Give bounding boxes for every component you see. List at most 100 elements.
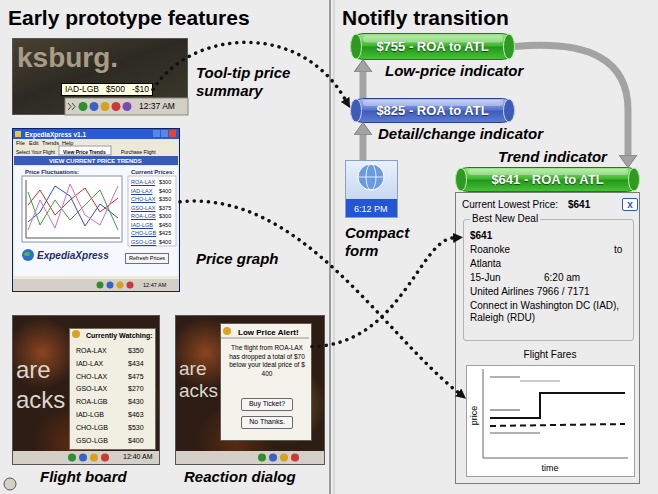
text-slot: $641 <box>470 230 492 242</box>
app-window-text: GSO-LAX <box>131 205 155 212</box>
app-window-text: ROA-LGB <box>131 213 156 220</box>
caption-label: Price graph <box>196 250 279 268</box>
screenshot-text: acks <box>16 386 65 415</box>
fare-chart-text: price <box>469 406 480 426</box>
text-slot: ExpediaXpress v1.1 <box>25 131 86 139</box>
app-window-text: $375 <box>159 205 171 212</box>
text-slot: time <box>468 463 632 474</box>
screenshot: areacks12:40 AMCurrently Watching:ROA-LA… <box>12 315 160 465</box>
text-slot: Best New Deal <box>470 213 540 225</box>
text-slot: Connect in Washington DC (IAD), Raleigh … <box>470 300 628 324</box>
text-slot: 15-Jun <box>470 272 501 284</box>
tooltip-box-text: IAD-LGB <box>65 84 99 94</box>
caption-label: Tool-tip price summary <box>196 64 306 100</box>
text-slot: The flight from ROA-LAX has dropped a to… <box>226 344 308 378</box>
flight-board-text: $530 <box>128 424 144 432</box>
text-slot: Current Lowest Price: <box>462 199 558 211</box>
app-window-text: Trends <box>42 140 59 147</box>
text-slot: ExpediaXpress <box>37 250 109 262</box>
fare-chart-text: time <box>468 463 632 474</box>
app-window-text: Edit <box>29 140 38 147</box>
flight-board-text: $350 <box>128 347 144 355</box>
text-slot: Currently Watching: <box>86 332 153 340</box>
text-slot: acks <box>16 386 65 415</box>
deal-group-text: Best New Deal <box>470 213 540 225</box>
text-slot: View Price Trends <box>63 149 106 155</box>
text-slot: Current Prices: <box>131 169 174 176</box>
text-slot: CHO-LAX <box>131 196 155 203</box>
app-window-text: GSO-LGB <box>131 239 156 246</box>
text-slot: Price graph <box>196 250 279 268</box>
tooltip-box-text: $500 <box>106 84 125 94</box>
text-slot: $425 <box>159 230 171 237</box>
section-heading: Early prototype features <box>8 5 250 30</box>
text-slot: $530 <box>128 424 144 432</box>
app-window-text: CHO-LGB <box>131 230 156 237</box>
app-window-text: $400 <box>159 239 171 246</box>
flight-board-text: CHO-LGB <box>76 424 108 432</box>
deal-group-text: 6:20 am <box>544 272 580 284</box>
screenshot: ksburg.12:37 AMIAD-LGB$500-$10 <box>12 38 188 115</box>
text-slot: are <box>179 358 206 381</box>
divider <box>329 0 331 494</box>
text-slot: 6:20 am <box>544 272 580 284</box>
text-slot: CHO-LAX <box>76 373 107 381</box>
text-slot: $430 <box>128 398 144 406</box>
flight-board-text: IAD-LAX <box>76 360 103 368</box>
tooltip-box-text: -$10 <box>132 84 149 94</box>
flight-board-text: $463 <box>128 411 144 419</box>
text-slot: Low-price indicator <box>385 62 523 80</box>
text-slot: Tool-tip price summary <box>196 64 306 100</box>
text-slot: Select Your Flight <box>16 149 55 155</box>
close-button-text: x <box>627 200 633 210</box>
text-slot: IAD-LAX <box>131 188 152 195</box>
text-slot: GSO-LGB <box>131 239 156 246</box>
text-slot: $400 <box>159 188 171 195</box>
deal-group-text: Atlanta <box>470 258 501 270</box>
text-slot: Atlanta <box>470 258 501 270</box>
text-slot: $641 <box>568 199 590 211</box>
text-slot: ROA-LGB <box>131 213 156 220</box>
alert-dialog-text: Low Price Alert! <box>238 328 299 338</box>
text-slot: Flight board <box>40 468 127 486</box>
text-slot: Early prototype features <box>8 5 250 30</box>
deal-group-text: Roanoke <box>470 244 510 256</box>
caption-label: Compact form <box>345 224 417 260</box>
text-slot: $300 <box>159 213 171 220</box>
text-slot: Help <box>62 140 73 147</box>
price-pill: $755 - ROA to ATL <box>350 33 515 60</box>
app-window-text: $425 <box>159 230 171 237</box>
text-slot: $400 <box>159 239 171 246</box>
app-window-text: Price Fluctuations: <box>25 169 79 176</box>
price-pill: $825 - ROA to ATL <box>350 98 515 123</box>
tooltip-box: IAD-LGB $500 -$10 <box>61 83 153 96</box>
app-window-text: 12:47 AM <box>143 282 166 289</box>
caption-label: Reaction dialog <box>184 468 296 486</box>
app-window-text: Refresh Prices <box>125 253 169 264</box>
text-slot: $434 <box>128 360 144 368</box>
text-slot: Trend indicator <box>498 148 607 166</box>
text-slot: ROA-LGB <box>76 398 108 406</box>
text-slot: Trends <box>42 140 59 147</box>
text-slot: Low Price Alert! <box>238 328 299 338</box>
caption-label: Low-price indicator <box>385 62 523 80</box>
text-slot: $350 <box>159 196 171 203</box>
text-slot: 12:47 AM <box>143 282 166 289</box>
deal-group-text: $641 <box>470 230 492 242</box>
screenshot: areacksLow Price Alert!The flight from R… <box>175 315 325 465</box>
price-pill-text: $755 - ROA to ATL <box>376 39 488 55</box>
alert-dialog-text: The flight from ROA-LAX has dropped a to… <box>226 344 308 378</box>
text-slot: 6:12 PM <box>354 204 388 215</box>
app-window-text: $450 <box>159 222 171 229</box>
tray-clock: 6:12 PM <box>345 160 398 218</box>
app-window-text: Purchase Flight <box>121 149 156 155</box>
text-slot: Refresh Prices <box>125 253 169 264</box>
trend-panel-text: $641 <box>568 199 590 211</box>
flight-board-text: $270 <box>128 385 144 393</box>
app-window-text: Current Prices: <box>131 169 174 176</box>
text-slot: are <box>16 356 51 385</box>
price-pill-text: $825 - ROA to ATL <box>376 103 488 119</box>
text-slot: 12:37 AM <box>139 101 175 111</box>
text-slot: to <box>614 244 622 256</box>
